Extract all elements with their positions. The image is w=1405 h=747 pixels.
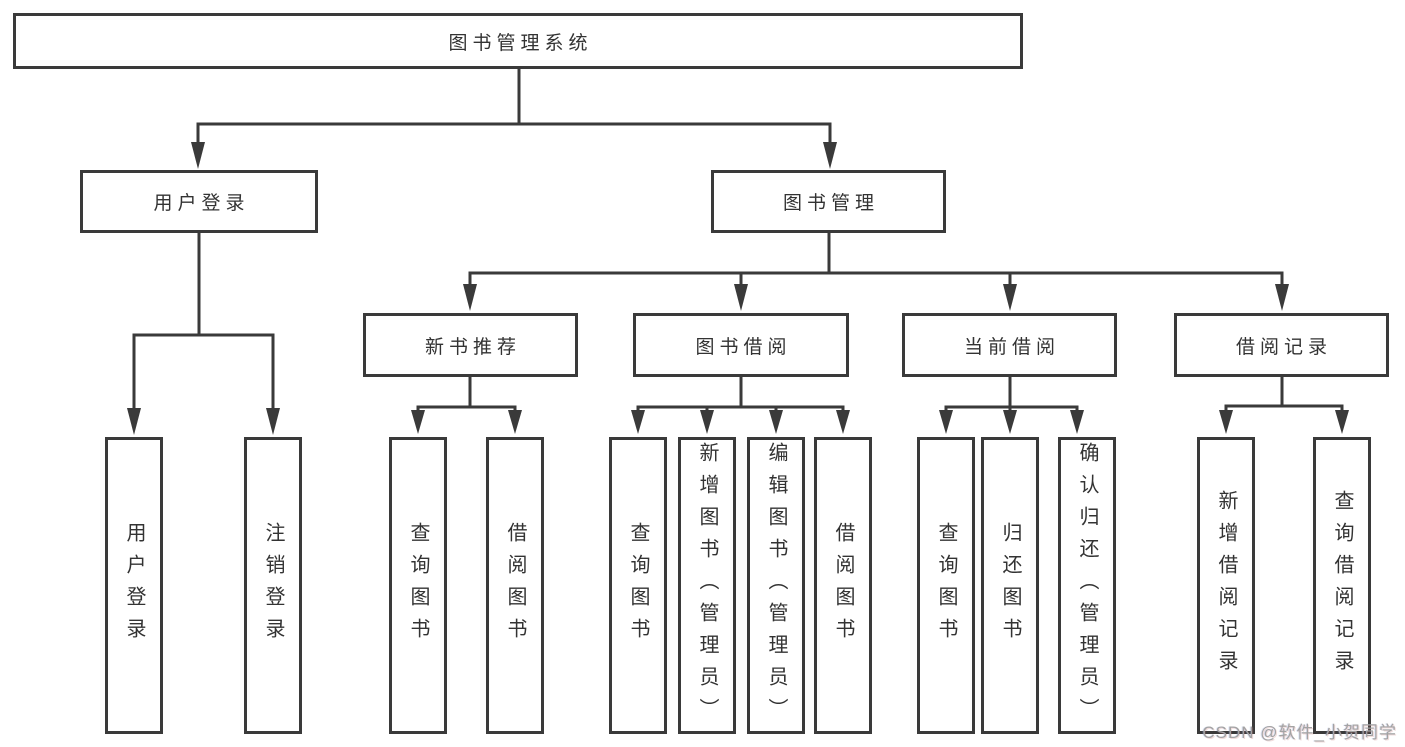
leaf-recommend-borrow-books: 借阅图书 [486, 437, 544, 734]
leaf-logout-label: 注销登录 [262, 521, 284, 650]
node-current-borrow: 当前借阅 [902, 313, 1117, 377]
node-book-management: 图书管理 [711, 170, 946, 233]
leaf-borrow-query-books-label: 查询图书 [627, 521, 649, 650]
leaf-return-books: 归还图书 [981, 437, 1039, 734]
leaf-return-books-label: 归还图书 [999, 521, 1021, 650]
leaf-recommend-query-books: 查询图书 [389, 437, 447, 734]
leaf-user-login-label: 用户登录 [123, 521, 145, 650]
leaf-recommend-query-books-label: 查询图书 [407, 521, 429, 650]
csdn-watermark: CSDN @软件_小贺同学 [1202, 723, 1397, 742]
leaf-edit-books-admin: 编辑图书（管理员） [747, 437, 805, 734]
node-borrow-records: 借阅记录 [1174, 313, 1389, 377]
leaf-add-borrow-record-label: 新增借阅记录 [1215, 489, 1237, 682]
leaf-borrow-books: 借阅图书 [814, 437, 872, 734]
leaf-user-login: 用户登录 [105, 437, 163, 734]
node-user-login: 用户登录 [80, 170, 318, 233]
leaf-edit-books-admin-label: 编辑图书（管理员） [765, 441, 787, 730]
leaf-confirm-return-admin: 确认归还（管理员） [1058, 437, 1116, 734]
leaf-confirm-return-admin-label: 确认归还（管理员） [1076, 441, 1098, 730]
leaf-query-borrow-record: 查询借阅记录 [1313, 437, 1371, 734]
node-root-system: 图书管理系统 [13, 13, 1023, 69]
leaf-current-query-books-label: 查询图书 [935, 521, 957, 650]
node-new-book-recommend: 新书推荐 [363, 313, 578, 377]
leaf-current-query-books: 查询图书 [917, 437, 975, 734]
leaf-add-books-admin-label: 新增图书（管理员） [696, 441, 718, 730]
leaf-add-borrow-record: 新增借阅记录 [1197, 437, 1255, 734]
leaf-recommend-borrow-books-label: 借阅图书 [504, 521, 526, 650]
leaf-borrow-query-books: 查询图书 [609, 437, 667, 734]
leaf-query-borrow-record-label: 查询借阅记录 [1331, 489, 1353, 682]
leaf-logout: 注销登录 [244, 437, 302, 734]
leaf-borrow-books-label: 借阅图书 [832, 521, 854, 650]
node-book-borrow: 图书借阅 [633, 313, 849, 377]
leaf-add-books-admin: 新增图书（管理员） [678, 437, 736, 734]
